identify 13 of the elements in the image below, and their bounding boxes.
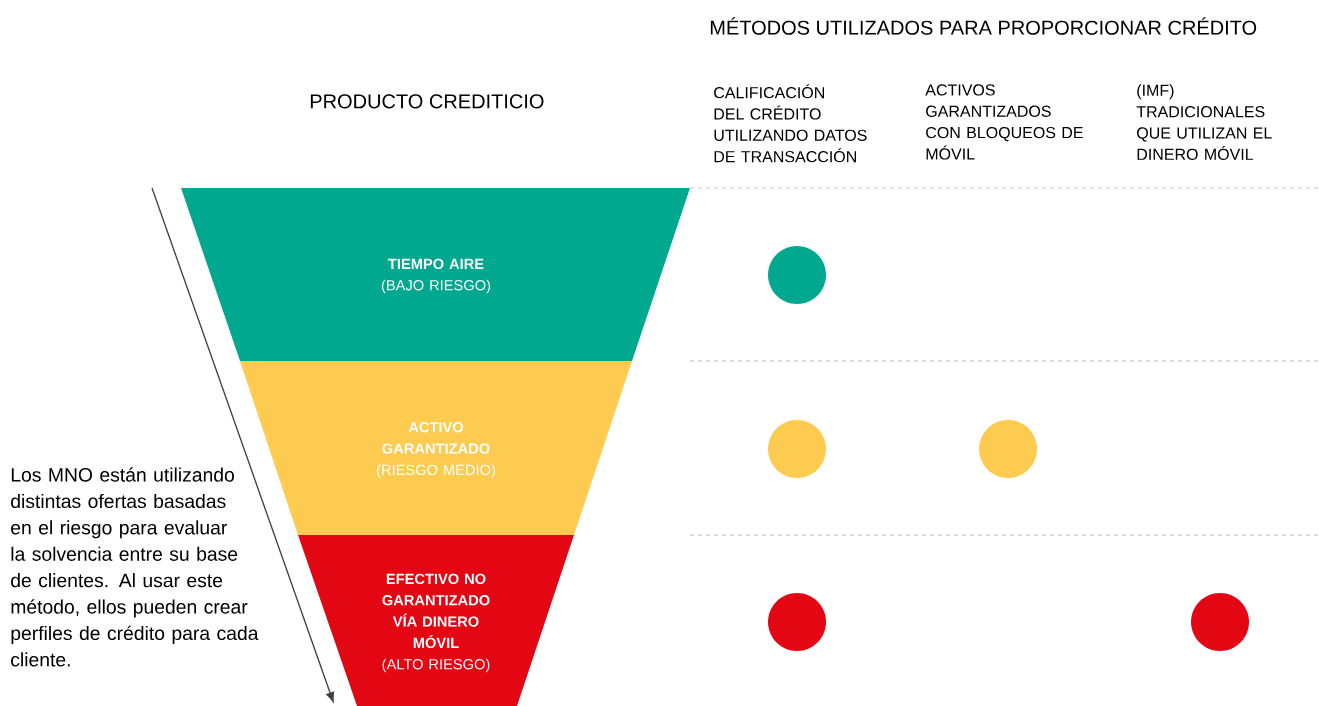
dot-marker xyxy=(979,420,1037,478)
dot-marker xyxy=(768,593,826,651)
column-heading: (IMF) TRADICIONALES QUE UTILIZAN EL DINERO MÓVIL xyxy=(1136,84,1272,160)
dot-marker xyxy=(1191,593,1249,651)
title: MÉTODOS UTILIZADOS PARA PROPORCIONAR CRÉDITO xyxy=(710,17,1257,35)
dot-marker xyxy=(768,420,826,478)
section-heading: PRODUCTO CREDITICIO xyxy=(310,94,544,109)
funnel-band: ACTIVO GARANTIZADO (RIESGO MEDIO) xyxy=(240,361,632,535)
column-heading: ACTIVOS GARANTIZADOS CON BLOQUEOS DE MÓVIL xyxy=(925,84,1083,160)
column-heading: CALIFICACIÓN DEL CRÉDITO UTILIZANDO DATOS DE TRANSACCIÓN xyxy=(714,84,867,163)
funnel-band: TIEMPO AIRE (BAJO RIESGO) xyxy=(181,188,690,361)
funnel-band: EFECTIVO NO GARANTIZADO VÍA DINERO MÓVIL (ALTO RIESGO) xyxy=(298,535,574,706)
dot-marker xyxy=(768,246,826,304)
